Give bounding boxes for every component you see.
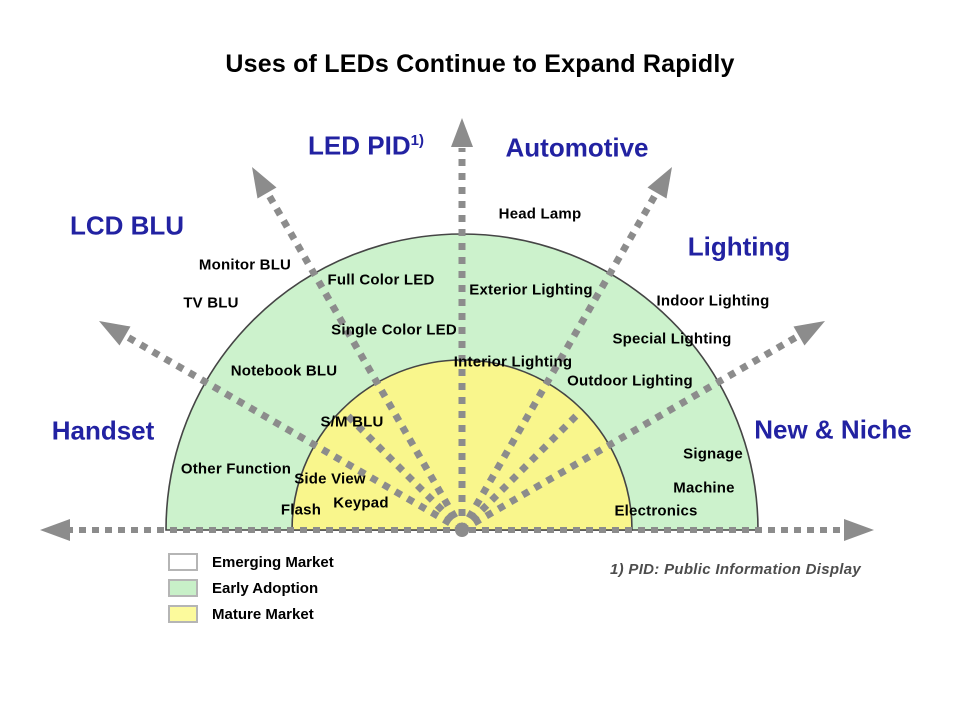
page-title: Uses of LEDs Continue to Expand Rapidly [225, 50, 735, 78]
category-led-pid: LED PID1) [308, 131, 424, 162]
label-flash: Flash [280, 501, 322, 519]
arrowhead-right [844, 519, 874, 541]
legend-swatch-early-adoption [168, 579, 198, 597]
footnote-pid: 1) PID: Public Information Display [610, 561, 862, 578]
arrowhead-right-diagonal [793, 321, 825, 346]
ray-60deg [458, 190, 661, 532]
label-monitor-blu: Monitor BLU [198, 256, 292, 274]
label-keypad: Keypad [333, 494, 389, 512]
arrowhead-upper-left [252, 167, 277, 199]
legend-row-early-adoption: Early Adoption [168, 575, 334, 601]
label-special-lighting: Special Lighting [612, 330, 732, 348]
ray-30deg [460, 331, 802, 534]
category-led-pid-text: LED PID [308, 130, 411, 161]
legend-row-mature: Mature Market [168, 601, 334, 627]
label-machine: Machine [673, 479, 735, 497]
label-indoor-lighting: Indoor Lighting [656, 292, 770, 310]
ray-origin-dot [455, 523, 469, 537]
label-electronics: Electronics [614, 502, 698, 520]
arrowhead-left [40, 519, 70, 541]
arrowhead-up [451, 118, 473, 147]
category-lcd-blu: LCD BLU [69, 210, 185, 241]
category-automotive: Automotive [505, 132, 649, 163]
category-lighting: Lighting [687, 231, 791, 262]
legend-row-emerging: Emerging Market [168, 549, 334, 575]
label-signage: Signage [683, 445, 743, 463]
arrowhead-left-diagonal [99, 321, 131, 346]
label-full-color-led: Full Color LED [327, 271, 435, 289]
ray-120deg [263, 190, 466, 532]
label-head-lamp: Head Lamp [498, 205, 582, 223]
label-single-color-led: Single Color LED [331, 321, 457, 339]
legend: Emerging Market Early Adoption Mature Ma… [168, 549, 334, 627]
label-other-function: Other Function [180, 460, 292, 478]
category-led-pid-footnote-marker: 1) [410, 131, 424, 149]
label-sm-blu: S/M BLU [320, 413, 384, 431]
legend-swatch-mature [168, 605, 198, 623]
category-new-niche: New & Niche [754, 414, 912, 445]
label-interior-lighting: Interior Lighting [453, 353, 573, 371]
label-outdoor-lighting: Outdoor Lighting [567, 372, 693, 390]
label-notebook-blu: Notebook BLU [230, 362, 338, 380]
legend-swatch-emerging [168, 553, 198, 571]
label-side-view: Side View [294, 470, 366, 488]
category-handset: Handset [51, 415, 155, 446]
legend-label-emerging: Emerging Market [212, 553, 334, 571]
label-tv-blu: TV BLU [183, 294, 239, 312]
arrowhead-upper-right [647, 167, 672, 199]
legend-label-early-adoption: Early Adoption [212, 579, 319, 597]
legend-label-mature: Mature Market [212, 605, 314, 623]
ray-150deg [122, 331, 464, 534]
label-exterior-lighting: Exterior Lighting [469, 281, 593, 299]
